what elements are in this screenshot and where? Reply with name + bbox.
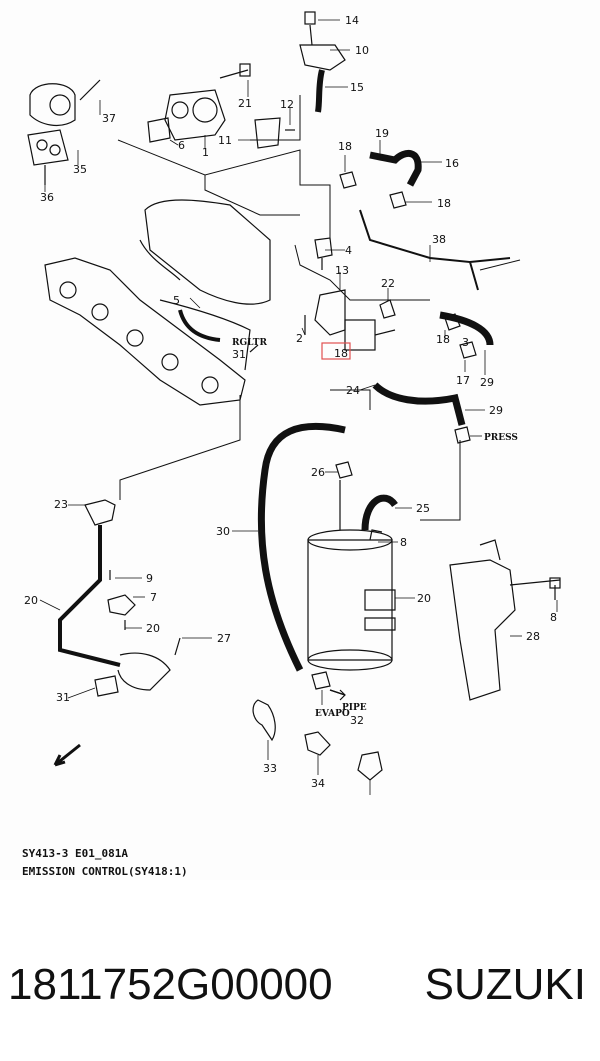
callout-number: 31 [56,691,70,704]
part-number: 1811752G00000 [8,960,333,1009]
callout-number: 19 [375,127,389,140]
callout-number: 13 [335,264,349,277]
callout-number: 16 [445,157,459,170]
callout-number: 24 [346,384,360,397]
callout-number: 30 [216,525,230,538]
callout-number: 2 [296,332,303,345]
callout-number: 21 [238,97,252,110]
callout-number: 29 [480,376,494,389]
callout-number: 3 [462,336,469,349]
callout-number: 23 [54,498,68,511]
footer-title: EMISSION CONTROL(SY418:1) [22,865,188,878]
callout-number: 18 [338,140,352,153]
callout-number: 34 [311,777,325,790]
callout-number: 37 [102,112,116,125]
callout-number: 15 [350,81,364,94]
exploded-view-drawing: 1410152112371611353619161818343851322218… [22,11,561,878]
callout-number: 8 [550,611,557,624]
callout-number: 20 [146,622,160,635]
callout-number: 32 [350,714,364,727]
callout-number: 28 [526,630,540,643]
callout-number: 17 [456,374,470,387]
callout-number: 18 [334,347,348,360]
callout-number: 4 [345,244,352,257]
callout-number: 12 [280,98,294,111]
callout-text: EVAPO [315,709,350,719]
callout-text: PIPE [342,703,367,713]
callout-number: 7 [150,591,157,604]
callout-number: 27 [217,632,231,645]
callout-number: 35 [73,163,87,176]
footer-code: SY413-3 E01_081A [22,847,128,860]
callout-number: 6 [178,139,185,152]
callout-number: 8 [400,536,407,549]
callout-number: 29 [489,404,503,417]
callout-number: 1 [202,146,209,159]
callout-number: 14 [345,14,359,27]
callout-number: 36 [40,191,54,204]
callout-number: 26 [311,466,325,479]
highlighted-part-box [321,342,351,360]
callout-text: PRESS [484,433,518,443]
callout-number: 10 [355,44,369,57]
callout-text: RGLTR [232,338,267,348]
callout-number: 25 [416,502,430,515]
callout-number: 18 [437,197,451,210]
callout-number: 20 [417,592,431,605]
callout-number: 31 [232,348,246,361]
callout-number: 38 [432,233,446,246]
callout-number: 33 [263,762,277,775]
callout-number: 11 [218,134,232,147]
callout-number: 5 [173,294,180,307]
brand-name: SUZUKI [424,960,586,1009]
callout-number: 18 [436,333,450,346]
callout-number: 20 [24,594,38,607]
callout-number: 22 [381,277,395,290]
callout-number: 9 [146,572,153,585]
